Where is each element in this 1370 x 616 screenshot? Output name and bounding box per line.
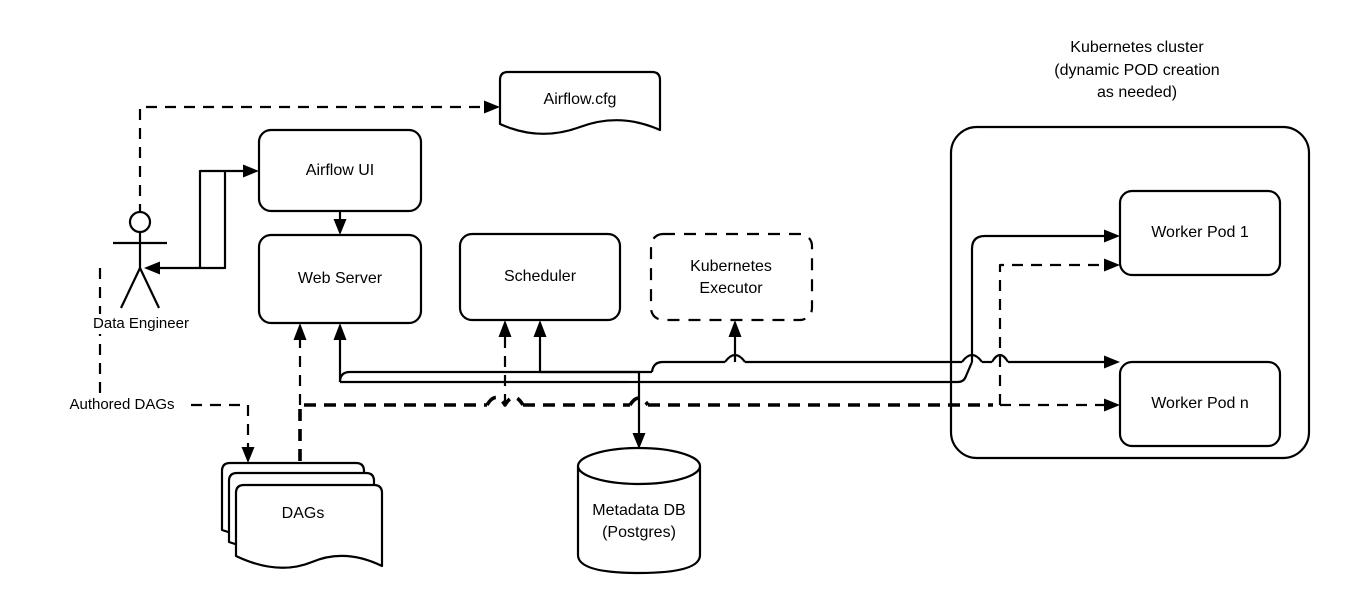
metadata-db-cylinder-body <box>576 464 702 575</box>
edge-bus-upper-solid <box>650 353 1120 373</box>
node-worker-pod-n[interactable]: Worker Pod n <box>1118 360 1282 448</box>
metadata-db-label-line2: (Postgres) <box>602 524 676 541</box>
web-server-label: Web Server <box>298 270 383 287</box>
arrowhead-worker-pod-n-dashed <box>1104 398 1120 412</box>
data-engineer-head-icon <box>128 210 152 234</box>
node-scheduler[interactable]: Scheduler <box>458 232 622 322</box>
arrowhead-airflow-ui <box>243 164 259 178</box>
airflow-cfg-label: Airflow.cfg <box>544 91 617 108</box>
airflow-ui-label: Airflow UI <box>306 162 374 179</box>
node-airflow-ui[interactable]: Airflow UI <box>257 128 423 213</box>
node-dags[interactable]: DAGs <box>220 461 384 569</box>
edge-bus-to-scheduler-solid <box>533 320 652 374</box>
metadata-db-label-line1: Metadata DB <box>592 502 685 519</box>
data-engineer-label: Data Engineer <box>93 315 189 332</box>
metadata-db-cylinder-top <box>576 446 702 486</box>
edge-webserver-to-engineer <box>144 171 227 275</box>
node-kubernetes-executor[interactable]: Kubernetes Executor <box>649 232 814 322</box>
scheduler-box <box>458 232 622 322</box>
kubernetes-cluster-label-line2: (dynamic POD creation <box>1054 62 1219 79</box>
arrowhead-scheduler-solid <box>533 320 547 337</box>
arrowhead-worker-pod-n-solid-a <box>1104 355 1120 369</box>
worker-pod-n-label: Worker Pod n <box>1151 395 1249 412</box>
worker-pod-1-label: Worker Pod 1 <box>1151 224 1249 241</box>
edge-dashed-to-worker-pod-n <box>1000 398 1120 412</box>
dags-document-front <box>234 483 384 569</box>
data-engineer-label-bg <box>78 314 204 334</box>
edge-dags-to-scheduler <box>498 320 512 405</box>
arrowhead-worker-pod-1-solid <box>1104 229 1120 243</box>
arrowhead-web-server-dags <box>293 323 307 340</box>
kubernetes-executor-label-line1: Kubernetes <box>690 258 772 275</box>
edge-engineer-to-airflow-ui <box>198 164 259 268</box>
edge-authored-dags: Authored DAGs <box>58 268 255 463</box>
arrowhead-scheduler-dags <box>498 320 512 337</box>
arrowhead-web-server-top <box>333 219 347 235</box>
kubernetes-cluster-group: Kubernetes cluster (dynamic POD creation… <box>949 39 1311 460</box>
edge-bus-to-metadata-db <box>632 372 646 449</box>
scheduler-label: Scheduler <box>504 268 577 285</box>
arrowhead-dags <box>241 447 255 463</box>
arrowhead-worker-pod-1-dashed <box>1104 258 1120 272</box>
dags-label: DAGs <box>282 505 325 522</box>
arrowhead-kubernetes-executor <box>728 320 742 337</box>
airflow-cfg-document-shape <box>498 70 662 135</box>
worker-pod-n-box <box>1118 360 1282 448</box>
kubernetes-executor-label-line2: Executor <box>699 280 763 297</box>
web-server-box <box>257 233 423 325</box>
data-engineer-leg-right-icon <box>139 267 160 309</box>
kubernetes-executor-box <box>649 232 814 322</box>
node-web-server[interactable]: Web Server <box>257 233 423 325</box>
arrowhead-airflow-cfg <box>484 100 500 114</box>
node-airflow-cfg[interactable]: Airflow.cfg <box>498 70 662 135</box>
node-metadata-db[interactable]: Metadata DB (Postgres) <box>576 446 702 575</box>
edge-dashed-to-worker-pod-1 <box>998 258 1120 405</box>
actor-data-engineer[interactable]: Data Engineer <box>78 210 204 334</box>
edge-bus-to-web-server-solid <box>333 323 640 383</box>
airflow-ui-box <box>257 128 423 213</box>
kubernetes-cluster-boundary <box>949 125 1311 460</box>
kubernetes-cluster-label-line3: as needed) <box>1097 84 1177 101</box>
edge-engineer-to-airflow-cfg <box>138 100 500 215</box>
edge-dags-to-web-server <box>293 323 307 405</box>
data-engineer-leg-left-icon <box>120 267 141 309</box>
authored-dags-label: Authored DAGs <box>69 396 174 413</box>
node-worker-pod-1[interactable]: Worker Pod 1 <box>1118 189 1282 277</box>
kubernetes-cluster-label-line1: Kubernetes cluster <box>1070 39 1204 56</box>
authored-dags-label-bg <box>58 395 186 415</box>
worker-pod-1-box <box>1118 189 1282 277</box>
edge-airflow-ui-to-web-server <box>333 211 347 235</box>
arrowhead-web-server-solid <box>333 323 347 340</box>
edge-bus-to-kubernetes-executor <box>728 320 742 362</box>
arrowhead-metadata-db <box>632 433 646 449</box>
arrowhead-data-engineer <box>144 261 160 275</box>
